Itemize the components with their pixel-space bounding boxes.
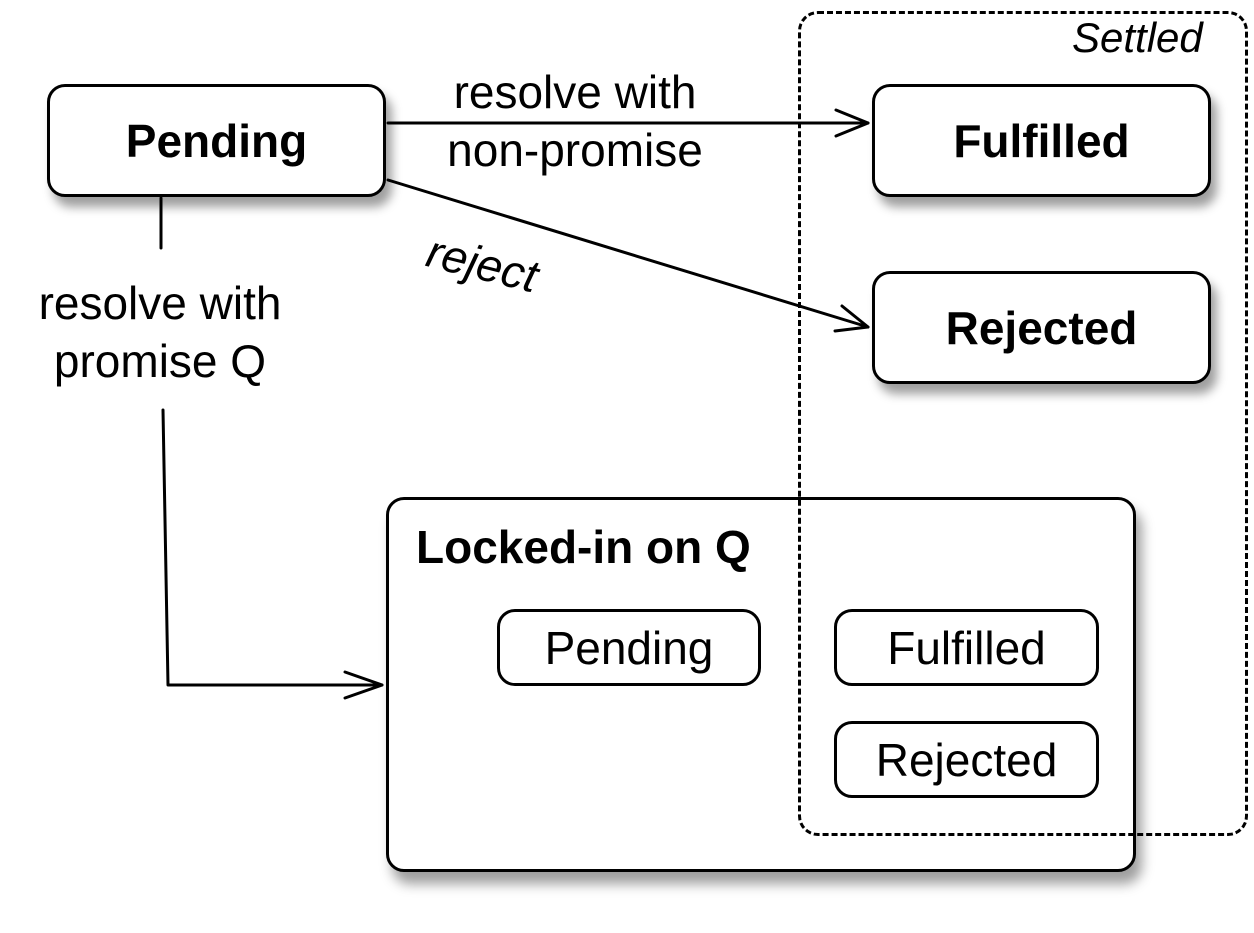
label-resolve-promise-line2: promise Q (53, 335, 267, 387)
fulfilled-state: Fulfilled (872, 84, 1211, 197)
arrow-reject (386, 178, 870, 333)
rejected-state: Rejected (872, 271, 1211, 384)
pending-state: Pending (47, 84, 386, 197)
label-resolve-non-promise-line1: resolve with (453, 66, 697, 118)
label-resolve-non-promise: resolve with non-promise (410, 63, 740, 179)
settled-label: Settled (1072, 14, 1203, 61)
locked-in-title: Locked-in on Q (416, 521, 751, 573)
pending-state-label: Pending (125, 114, 308, 167)
label-resolve-promise: resolve with promise Q (10, 274, 310, 390)
arrow-resolve-non-promise (386, 108, 870, 138)
rejected-state-label: Rejected (945, 301, 1138, 354)
locked-fulfilled-state: Fulfilled (834, 609, 1099, 686)
locked-pending-label: Pending (544, 621, 714, 674)
arrow-resolve-promise (159, 196, 384, 700)
locked-rejected-state: Rejected (834, 721, 1099, 798)
settled-region (798, 11, 1248, 836)
fulfilled-state-label: Fulfilled (953, 114, 1130, 167)
label-resolve-non-promise-line2: non-promise (447, 124, 703, 176)
locked-fulfilled-label: Fulfilled (887, 621, 1046, 674)
locked-rejected-label: Rejected (875, 733, 1058, 786)
locked-pending-state: Pending (497, 609, 761, 686)
label-resolve-promise-line1: resolve with (38, 277, 282, 329)
